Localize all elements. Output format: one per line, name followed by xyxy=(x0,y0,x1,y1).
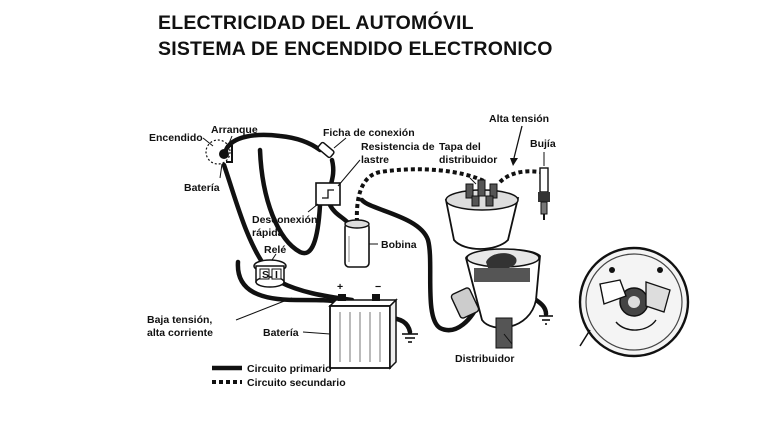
label-bujia: Bujía xyxy=(530,138,556,150)
secondary-wires xyxy=(354,167,541,223)
label-resistencia-2: lastre xyxy=(361,154,389,166)
ignition-coil xyxy=(344,219,370,268)
wire-coil-to-distributor xyxy=(359,197,483,333)
title-line-1: ELECTRICIDAD DEL AUTOMÓVIL xyxy=(158,12,474,34)
spark-plug xyxy=(538,167,550,220)
legend-primary-label: Circuito primario xyxy=(247,363,332,375)
label-alta-tension: Alta tensión xyxy=(489,113,549,125)
battery: + − xyxy=(328,281,398,370)
wire-cap-to-spark-plug xyxy=(498,169,541,184)
wire-loop-to-resistor xyxy=(257,147,323,256)
label-encendido: Encendido xyxy=(149,132,203,144)
battery-minus: − xyxy=(375,281,381,293)
ignition-switch xyxy=(205,139,233,165)
label-desconexion-1: Desconexión xyxy=(252,214,317,226)
distributor-inset xyxy=(578,246,690,358)
tapa-leader xyxy=(469,177,477,185)
relay-i-label: I xyxy=(275,269,278,281)
label-arranque: Arranque xyxy=(211,124,258,136)
label-tapa-2: distribuidor xyxy=(439,154,497,166)
distributor xyxy=(450,248,541,349)
leader-lines xyxy=(202,135,513,345)
wire-switch-to-relay xyxy=(221,162,269,271)
wire-relay-to-battery xyxy=(235,259,343,305)
label-desconexion-2: rápida xyxy=(252,227,284,239)
distributor-cap xyxy=(444,179,520,250)
label-bateria-switch: Batería xyxy=(184,182,220,194)
wire-coil-to-cap xyxy=(354,167,487,223)
alta-tension-arrow xyxy=(510,125,523,166)
label-ficha: Ficha de conexión xyxy=(323,127,415,139)
wire-distributor-ground xyxy=(533,297,549,317)
label-bobina: Bobina xyxy=(381,239,417,251)
connection-plug xyxy=(317,141,335,159)
label-bateria: Batería xyxy=(263,327,299,339)
relay-s-label: S xyxy=(262,269,269,281)
label-baja-1: Baja tensión, xyxy=(147,314,212,326)
relay: S I xyxy=(253,259,287,288)
legend: Circuito primario Circuito secundario xyxy=(212,363,346,389)
legend-secondary-label: Circuito secundario xyxy=(247,377,346,389)
ground-symbol-distributor xyxy=(539,315,553,325)
battery-plus: + xyxy=(337,281,343,293)
title-line-2: SISTEMA DE ENCENDIDO ELECTRONICO xyxy=(158,38,553,60)
ground-symbol-battery xyxy=(402,333,418,343)
wire-switch-to-plug xyxy=(223,132,323,153)
label-baja-2: alta corriente xyxy=(147,327,213,339)
label-rele: Relé xyxy=(264,244,286,256)
label-tapa-1: Tapa del xyxy=(439,141,481,153)
label-distribuidor: Distribuidor xyxy=(455,353,515,365)
label-resistencia-1: Resistencia de xyxy=(361,141,435,153)
ballast-resistor xyxy=(315,182,341,206)
